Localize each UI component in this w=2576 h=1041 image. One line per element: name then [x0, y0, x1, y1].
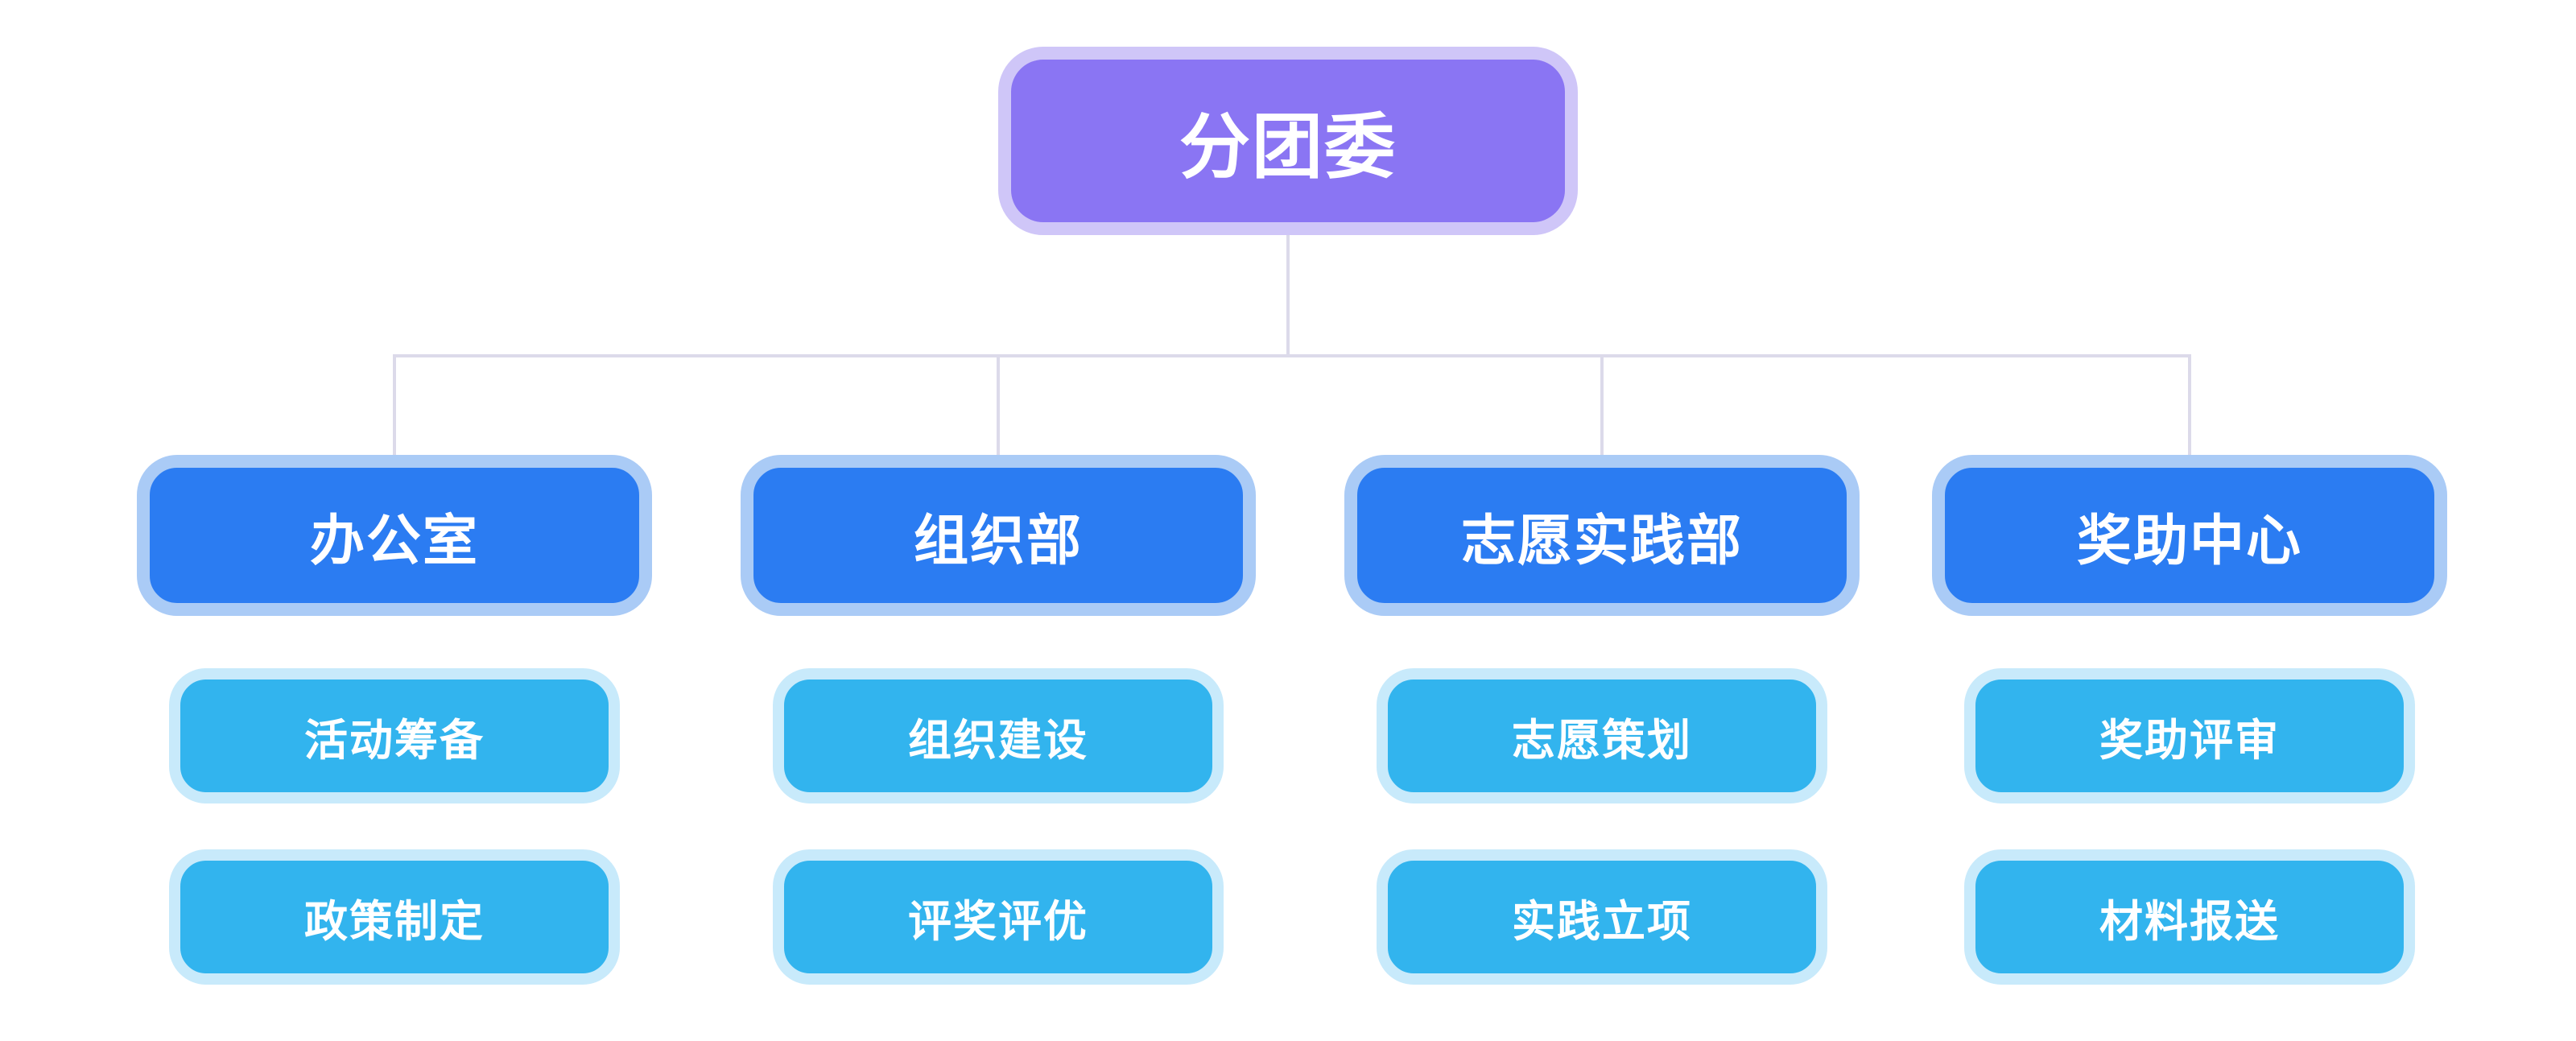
sub-node-3-0: 奖助评审 — [1964, 668, 2415, 803]
connector-drop-0 — [393, 354, 396, 456]
sub-node-0-1-label: 政策制定 — [304, 897, 485, 946]
dept-node-0-label: 办公室 — [309, 510, 479, 572]
connector-drop-3 — [2188, 354, 2191, 456]
sub-node-2-1-label: 实践立项 — [1512, 897, 1692, 946]
root-node: 分团委 — [998, 47, 1578, 235]
sub-node-3-1-label: 材料报送 — [2099, 897, 2280, 946]
dept-node-3-label: 奖助中心 — [2076, 510, 2302, 572]
dept-node-2: 志愿实践部 — [1344, 455, 1860, 616]
sub-node-2-1: 实践立项 — [1377, 849, 1827, 985]
sub-node-2-0: 志愿策划 — [1377, 668, 1827, 803]
connector-root-stem — [1286, 235, 1290, 356]
sub-node-1-0: 组织建设 — [773, 668, 1224, 803]
sub-node-0-0-label: 活动筹备 — [304, 716, 485, 765]
connector-bus — [393, 354, 2191, 357]
sub-node-3-1: 材料报送 — [1964, 849, 2415, 985]
dept-node-3: 奖助中心 — [1932, 455, 2447, 616]
sub-node-3-0-label: 奖助评审 — [2099, 716, 2280, 765]
sub-node-1-0-label: 组织建设 — [908, 716, 1088, 765]
dept-node-2-label: 志愿实践部 — [1460, 510, 1743, 572]
sub-node-0-1: 政策制定 — [169, 849, 620, 985]
connector-drop-2 — [1600, 354, 1604, 456]
sub-node-2-0-label: 志愿策划 — [1512, 716, 1692, 765]
sub-node-1-1-label: 评奖评优 — [908, 897, 1088, 946]
dept-node-1: 组织部 — [741, 455, 1256, 616]
sub-node-0-0: 活动筹备 — [169, 668, 620, 803]
sub-node-1-1: 评奖评优 — [773, 849, 1224, 985]
dept-node-0: 办公室 — [137, 455, 652, 616]
root-node-label: 分团委 — [1179, 106, 1397, 187]
dept-node-1-label: 组织部 — [913, 510, 1083, 572]
connector-drop-1 — [997, 354, 1000, 456]
